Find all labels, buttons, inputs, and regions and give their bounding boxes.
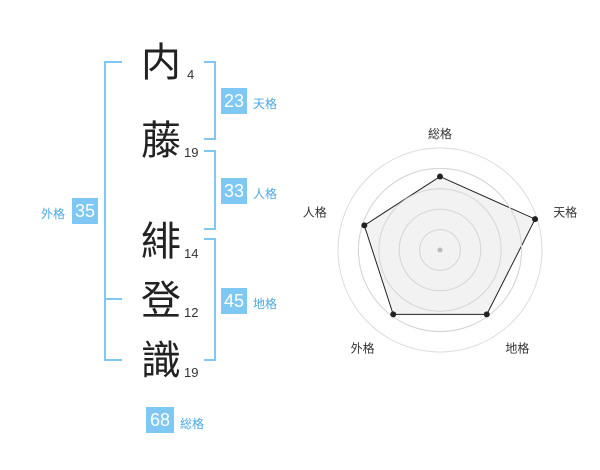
soukaku-label: 総格 (180, 417, 205, 431)
radar-center-dot (437, 247, 443, 253)
stroke-count-1: 4 (187, 67, 195, 82)
name-char-3: 緋 (141, 219, 181, 265)
stroke-count-4: 12 (184, 305, 199, 320)
stroke-count-2: 19 (184, 145, 199, 160)
radar-grid-ring-1 (419, 229, 461, 271)
jinkaku-label: 人格 (253, 187, 278, 201)
radar-grid-ring-4 (357, 167, 523, 333)
stroke-count-3: 14 (184, 246, 199, 261)
chikaku-bracket (204, 238, 216, 361)
radar-grid-ring-2 (398, 208, 482, 292)
soukaku-value-badge: 68 (146, 407, 174, 433)
radar-axis-label-2: 天格 (553, 204, 577, 219)
radar-point-3 (483, 311, 490, 318)
gaikaku-bracket-tick (104, 298, 122, 300)
gaikaku-value-badge: 35 (72, 198, 98, 224)
jinkaku-value-badge: 33 (221, 178, 247, 204)
radar-axis-label-4: 外格 (351, 341, 375, 356)
name-char-1: 内 (141, 40, 181, 86)
gaikaku-label: 外格 (41, 207, 66, 221)
name-char-2: 藤 (141, 118, 181, 164)
chikaku-value-badge: 45 (221, 288, 247, 314)
radar-grid-ring-3 (378, 188, 502, 312)
radar-point-5 (361, 222, 368, 229)
radar-point-4 (390, 311, 397, 318)
radar-axis-label-3: 地格 (505, 341, 529, 356)
stroke-count-5: 19 (184, 365, 199, 380)
radar-point-1 (437, 173, 443, 180)
name-char-5: 識 (141, 338, 181, 384)
radar-area (363, 176, 536, 315)
jinkaku-bracket (204, 150, 216, 230)
radar-axis-label-5: 人格 (303, 204, 327, 219)
tenkaku-value-badge: 23 (221, 88, 247, 114)
tenkaku-bracket (204, 61, 216, 140)
radar-axis-label-1: 総格 (428, 126, 452, 141)
chikaku-label: 地格 (253, 297, 278, 311)
gaikaku-bracket (104, 61, 122, 361)
tenkaku-label: 天格 (253, 97, 278, 111)
name-char-4: 登 (141, 278, 181, 324)
radar-point-2 (532, 216, 539, 223)
